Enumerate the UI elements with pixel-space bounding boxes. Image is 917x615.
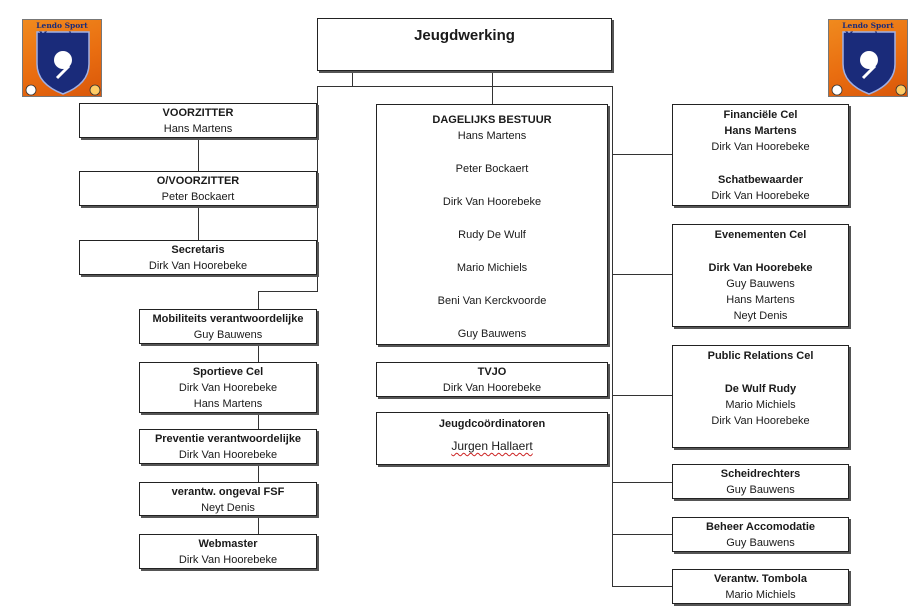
person-name: Beni Van Kerckvoorde (437, 295, 547, 307)
connector (258, 413, 259, 429)
ongeval-box: verantw. ongeval FSF Neyt Denis (139, 482, 317, 516)
connector (198, 206, 199, 240)
scheidrechters-box: Scheidrechters Guy Bauwens (672, 464, 849, 499)
role-title: verantw. ongeval FSF (171, 486, 285, 498)
person-name: Rudy De Wulf (458, 229, 526, 241)
club-logo-right: Lendo Sport Merendree (828, 19, 908, 97)
connector (258, 516, 259, 534)
connector (612, 482, 672, 483)
person-name: Dirk Van Hoorebeke (178, 449, 278, 461)
person-name: Hans Martens (726, 294, 795, 306)
person-name: Dirk Van Hoorebeke (178, 554, 278, 566)
role-title: O/VOORZITTER (156, 175, 240, 187)
financiele-cel-box: Financiële Cel Hans Martens Dirk Van Hoo… (672, 104, 849, 206)
person-name: Dirk Van Hoorebeke (442, 382, 542, 394)
person-name: Mario Michiels (725, 589, 796, 601)
public-relations-cel-box: Public Relations Cel De Wulf Rudy Mario … (672, 345, 849, 448)
role-title: Schatbewaarder (718, 174, 803, 186)
role-title: Beheer Accomodatie (705, 521, 816, 533)
person-name: Dirk Van Hoorebeke (708, 262, 813, 274)
connector (317, 86, 612, 87)
sportieve-cel-box: Sportieve Cel Dirk Van Hoorebeke Hans Ma… (139, 362, 317, 413)
person-name: Dirk Van Hoorebeke (711, 415, 810, 427)
role-title: Evenementen Cel (714, 229, 807, 241)
connector (612, 395, 672, 396)
root-title: Jeugdwerking (414, 27, 515, 44)
role-title: Mobiliteits verantwoordelijke (152, 313, 304, 325)
logo-caption: Lendo Sport Merendree (36, 21, 88, 39)
person-name: Guy Bauwens (457, 328, 527, 340)
role-title: DAGELIJKS BESTUUR (432, 114, 552, 126)
mobiliteit-box: Mobiliteits verantwoordelijke Guy Bauwen… (139, 309, 317, 344)
jeugdcoordinatoren-box: Jeugdcoördinatoren Jurgen Hallaert (376, 412, 608, 465)
role-title: Webmaster (198, 538, 258, 550)
person-name: Peter Bockaert (161, 191, 235, 203)
role-title: Secretaris (171, 244, 225, 256)
evenementen-cel-box: Evenementen Cel Dirk Van Hoorebeke Guy B… (672, 224, 849, 327)
shield-icon (831, 31, 907, 96)
connector (198, 137, 199, 171)
role-title: Jeugdcoördinatoren (438, 418, 546, 430)
connector (612, 274, 672, 275)
connector (492, 70, 493, 104)
person-name: Hans Martens (724, 125, 797, 137)
person-name: Guy Bauwens (726, 484, 795, 496)
role-title: Sportieve Cel (192, 366, 264, 378)
person-name: Hans Martens (457, 130, 527, 142)
webmaster-box: Webmaster Dirk Van Hoorebeke (139, 534, 317, 569)
person-name: Peter Bockaert (455, 163, 529, 175)
role-title: Scheidrechters (720, 468, 801, 480)
connector (258, 291, 318, 292)
shield-icon (25, 31, 101, 96)
person-name: Hans Martens (193, 398, 263, 410)
connector (258, 344, 259, 362)
person-name: Guy Bauwens (193, 329, 263, 341)
root-box: Jeugdwerking (317, 18, 612, 71)
person-name: De Wulf Rudy (724, 383, 797, 395)
role-title: VOORZITTER (162, 107, 234, 119)
person-name: Mario Michiels (725, 399, 796, 411)
person-name: Dirk Van Hoorebeke (711, 190, 810, 202)
role-title: TVJO (477, 366, 507, 378)
tombola-box: Verantw. Tombola Mario Michiels (672, 569, 849, 604)
connector (317, 86, 318, 291)
person-name: Dirk Van Hoorebeke (442, 196, 542, 208)
connector (612, 586, 672, 587)
person-name: Dirk Van Hoorebeke (178, 382, 278, 394)
connector (612, 154, 672, 155)
person-name: Neyt Denis (733, 310, 788, 322)
person-name: Jurgen Hallaert (451, 439, 533, 453)
club-logo-left: Lendo Sport Merendree (22, 19, 102, 97)
connector (612, 86, 613, 586)
voorzitter-box: VOORZITTER Hans Martens (79, 103, 317, 138)
dagelijks-bestuur-box: DAGELIJKS BESTUUR Hans Martens Peter Boc… (376, 104, 608, 345)
tvjo-box: TVJO Dirk Van Hoorebeke (376, 362, 608, 397)
logo-caption: Lendo Sport Merendree (842, 21, 894, 39)
role-title: Public Relations Cel (707, 350, 814, 362)
person-name: Guy Bauwens (726, 537, 795, 549)
beheer-accomodatie-box: Beheer Accomodatie Guy Bauwens (672, 517, 849, 552)
role-title: Preventie verantwoordelijke (154, 433, 302, 445)
person-name: Dirk Van Hoorebeke (711, 141, 810, 153)
secretaris-box: Secretaris Dirk Van Hoorebeke (79, 240, 317, 275)
role-title: Verantw. Tombola (714, 573, 807, 585)
ovoorzitter-box: O/VOORZITTER Peter Bockaert (79, 171, 317, 206)
connector (612, 534, 672, 535)
connector (258, 291, 259, 309)
person-name: Dirk Van Hoorebeke (148, 260, 248, 272)
connector (352, 70, 353, 86)
person-name: Guy Bauwens (726, 278, 795, 290)
person-name: Neyt Denis (201, 502, 255, 514)
person-name: Hans Martens (163, 123, 233, 135)
preventie-box: Preventie verantwoordelijke Dirk Van Hoo… (139, 429, 317, 464)
person-name: Mario Michiels (456, 262, 528, 274)
role-title: Financiële Cel (723, 109, 798, 121)
connector (258, 464, 259, 482)
